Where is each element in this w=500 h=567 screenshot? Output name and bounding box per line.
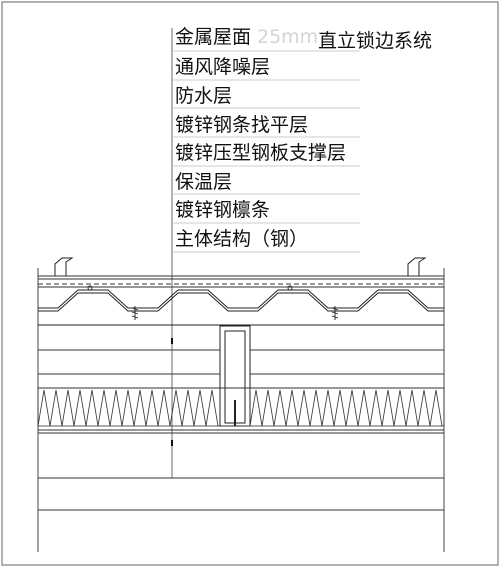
steel-purlin bbox=[38, 324, 444, 427]
layer-label-purlin: 镀锌钢檩条 bbox=[175, 199, 271, 221]
layer-label-leveling: 镀锌钢条找平层 bbox=[175, 114, 309, 136]
layer-label-waterproof: 防水层 bbox=[175, 85, 233, 107]
layer-label-metal-roof: 金属屋面 bbox=[175, 26, 252, 48]
metal-roof-sheet bbox=[38, 275, 444, 280]
profiled-steel-deck bbox=[38, 289, 444, 312]
fixing-screws bbox=[87, 285, 339, 320]
ghost-dimension-text: 25mm bbox=[257, 26, 319, 48]
standing-seam-ribs bbox=[40, 257, 440, 277]
layer-label-ventilation-noise: 通风降噪层 bbox=[175, 56, 271, 78]
layer-label-insulation: 保温层 bbox=[175, 171, 233, 193]
main-steel-structure bbox=[37, 268, 445, 552]
layer-label-steel-deck-support: 镀锌压型钢板支撑层 bbox=[175, 142, 347, 164]
layer-label-main-structure: 主体结构（钢） bbox=[175, 228, 309, 250]
layer-label-standing-seam-system: 直立锁边系统 bbox=[318, 30, 433, 52]
label-underlines bbox=[172, 50, 360, 253]
